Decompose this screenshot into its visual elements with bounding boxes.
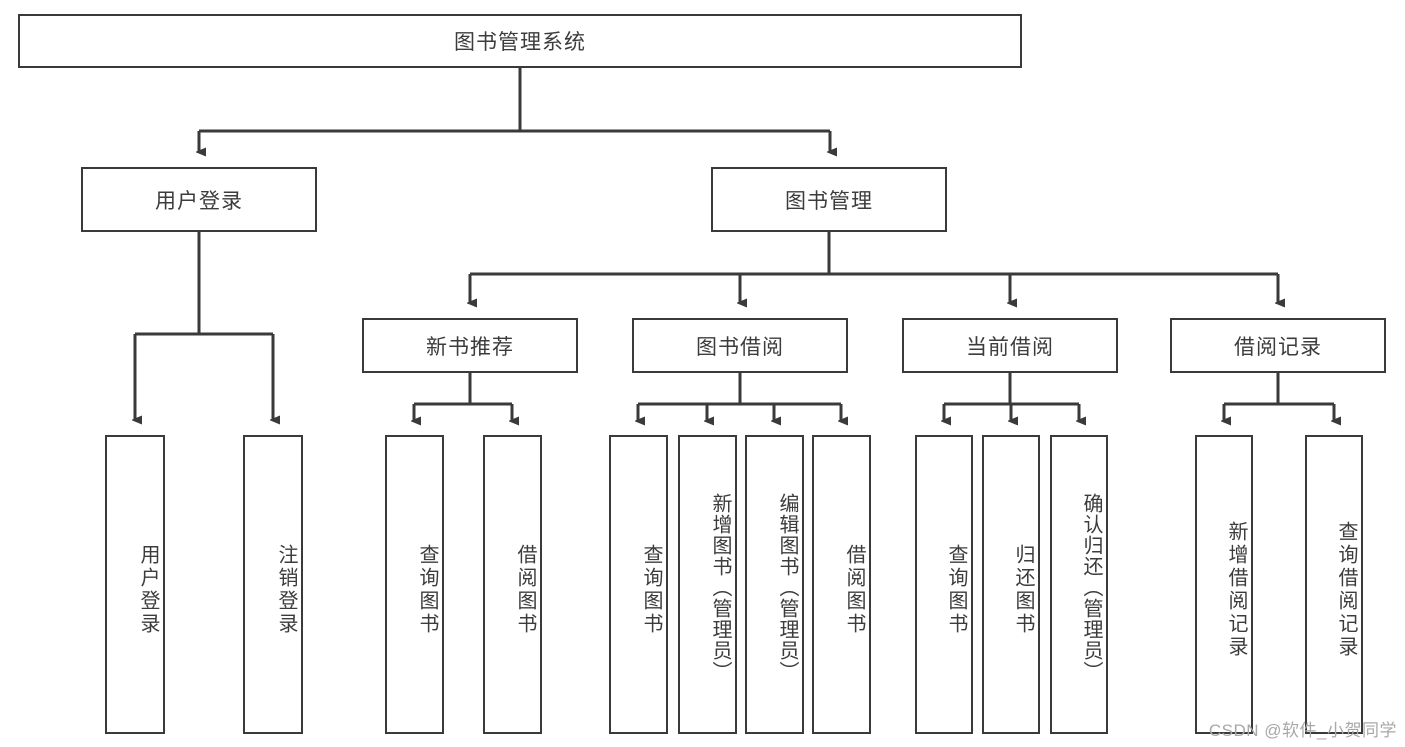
- node-label: 确认归还（管理员）: [1080, 493, 1102, 682]
- node-label: 查询图书: [945, 543, 967, 636]
- node-label: 图书管理系统: [454, 31, 586, 54]
- node-label: 用户登录: [155, 189, 243, 213]
- node-leaf-edit-book-admin[interactable]: 编辑图书（管理员）: [745, 435, 804, 734]
- node-leaf-query-borrowing-record[interactable]: 查询借阅记录: [1305, 435, 1363, 734]
- node-new-book-recommendation[interactable]: 新书推荐: [362, 318, 578, 373]
- node-leaf-user-login[interactable]: 用户登录: [105, 435, 165, 734]
- node-leaf-query-book[interactable]: 查询图书: [609, 435, 668, 734]
- node-label: 借阅图书: [843, 543, 865, 636]
- node-label: 新书推荐: [426, 335, 514, 359]
- node-leaf-borrow-book[interactable]: 借阅图书: [812, 435, 871, 734]
- node-leaf-borrow-book-recommendation[interactable]: 借阅图书: [483, 435, 542, 734]
- node-book-management[interactable]: 图书管理: [711, 167, 947, 232]
- node-label: 查询图书: [640, 543, 662, 636]
- node-label: 用户登录: [137, 543, 159, 636]
- node-user-login[interactable]: 用户登录: [81, 167, 317, 232]
- node-label: 图书借阅: [696, 335, 784, 359]
- node-current-borrowing[interactable]: 当前借阅: [902, 318, 1118, 373]
- node-leaf-user-logout[interactable]: 注销登录: [243, 435, 303, 734]
- node-label: 新增借阅记录: [1225, 520, 1247, 659]
- node-label: 当前借阅: [966, 335, 1054, 359]
- node-leaf-query-book-recommendation[interactable]: 查询图书: [385, 435, 444, 734]
- node-label: 借阅记录: [1234, 335, 1322, 359]
- node-book-management-system[interactable]: 图书管理系统: [18, 14, 1022, 68]
- node-label: 查询图书: [416, 543, 438, 636]
- node-leaf-add-borrowing-record[interactable]: 新增借阅记录: [1195, 435, 1253, 734]
- node-book-borrowing[interactable]: 图书借阅: [632, 318, 848, 373]
- node-leaf-confirm-return-admin[interactable]: 确认归还（管理员）: [1050, 435, 1108, 734]
- node-leaf-return-book[interactable]: 归还图书: [982, 435, 1040, 734]
- watermark-text: CSDN @软件_小贺同学: [1208, 721, 1397, 740]
- node-label: 借阅图书: [514, 543, 536, 636]
- node-label: 新增图书（管理员）: [709, 493, 731, 682]
- node-label: 归还图书: [1012, 543, 1034, 636]
- node-leaf-query-book-current[interactable]: 查询图书: [915, 435, 973, 734]
- node-leaf-add-book-admin[interactable]: 新增图书（管理员）: [678, 435, 737, 734]
- node-label: 编辑图书（管理员）: [776, 493, 798, 682]
- node-label: 图书管理: [785, 189, 873, 213]
- node-label: 注销登录: [275, 543, 297, 636]
- node-borrowing-records[interactable]: 借阅记录: [1170, 318, 1386, 373]
- node-label: 查询借阅记录: [1335, 520, 1357, 659]
